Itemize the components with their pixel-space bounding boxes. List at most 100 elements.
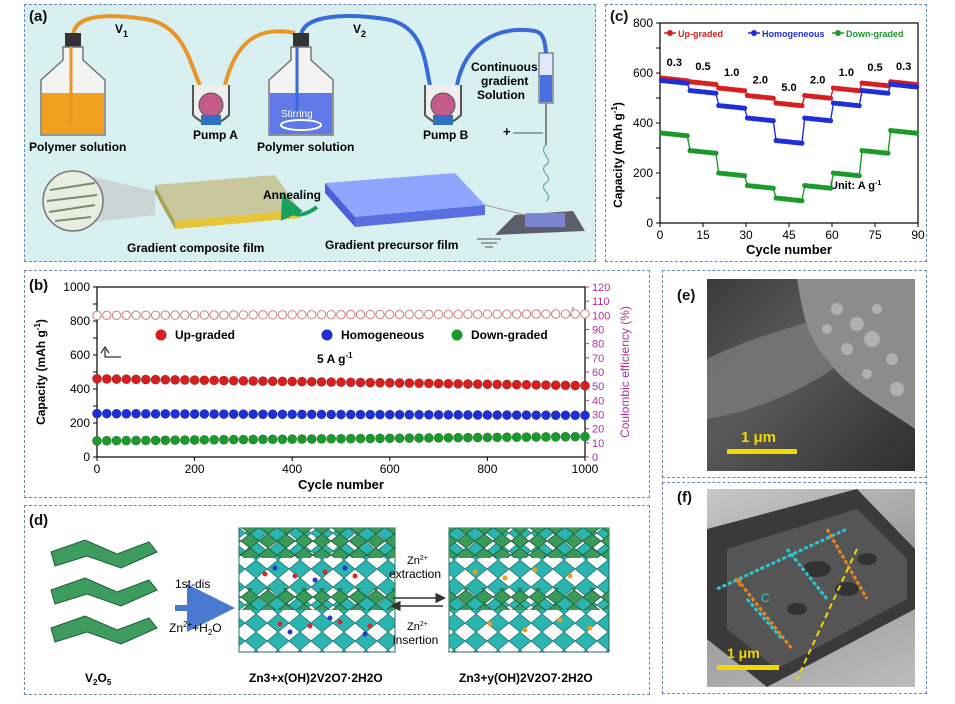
panel-b-label: (b) bbox=[29, 277, 49, 294]
rate-label: 1.0 bbox=[839, 67, 854, 79]
y-tick-label: 0 bbox=[83, 450, 90, 464]
x-tick-label: 45 bbox=[782, 228, 796, 242]
legend-item-up-graded: Up-graded bbox=[155, 328, 235, 342]
capacity-point bbox=[121, 435, 132, 446]
zn3x-structure bbox=[238, 527, 396, 653]
capacity-point bbox=[218, 409, 229, 419]
ce-point bbox=[287, 310, 297, 320]
ce-point bbox=[189, 310, 200, 320]
formula-2-label: Zn3+y(OH)2V2O7·2H2O bbox=[459, 671, 593, 685]
capacity-point bbox=[209, 409, 220, 419]
zn-insertion-ion: Zn2+ bbox=[407, 621, 428, 633]
series-homogeneous bbox=[658, 77, 920, 146]
legend-marker bbox=[451, 329, 463, 341]
series-homogeneous bbox=[92, 408, 590, 421]
v1-sub: 1 bbox=[123, 29, 128, 39]
ce-point bbox=[258, 310, 268, 320]
capacity-point bbox=[297, 409, 307, 420]
capacity-point bbox=[336, 377, 346, 388]
data-point bbox=[713, 150, 719, 156]
capacity-point bbox=[316, 409, 327, 420]
capacity-point bbox=[492, 432, 503, 443]
capacity-point bbox=[287, 409, 298, 420]
capacity-point bbox=[472, 410, 483, 420]
capacity-point bbox=[462, 410, 473, 420]
ce-point bbox=[414, 309, 424, 320]
capacity-point bbox=[238, 409, 249, 420]
zn-h2o-label: Zn2++H2O bbox=[169, 620, 222, 637]
capacity-point bbox=[92, 408, 102, 419]
rate-capability-chart: Capacity (mAh g-1) Cycle number Unit: A … bbox=[610, 16, 925, 257]
c-label: C bbox=[761, 591, 770, 605]
insertion-label: insertion bbox=[393, 633, 438, 647]
capacity-point bbox=[570, 431, 581, 442]
capacity-point bbox=[209, 375, 220, 386]
y-axis-right-label: Coulombic efficiency (%) bbox=[618, 306, 632, 438]
capacity-point bbox=[560, 431, 571, 442]
ce-point bbox=[219, 310, 229, 320]
capacity-point bbox=[404, 433, 415, 444]
ce-point bbox=[209, 310, 219, 320]
capacity-point bbox=[433, 432, 444, 443]
capacity-point bbox=[101, 408, 112, 419]
capacity-point bbox=[550, 380, 561, 391]
data-point bbox=[856, 173, 862, 179]
fabrication-schematic: V 1 V 2 Polymer solution Pump A Stirring… bbox=[29, 14, 585, 255]
capacity-point bbox=[170, 435, 180, 446]
capacity-point bbox=[531, 432, 542, 442]
capacity-point bbox=[189, 409, 200, 419]
capacity-point bbox=[404, 378, 415, 389]
capacity-point bbox=[580, 431, 590, 442]
ce-point bbox=[365, 309, 375, 320]
ce-point bbox=[316, 309, 327, 320]
formula-1-label: Zn3+x(OH)2V2O7·2H2O bbox=[249, 671, 383, 685]
panel-a: (a) bbox=[24, 4, 596, 262]
capacity-point bbox=[443, 378, 454, 389]
y-tick-label: 400 bbox=[70, 382, 90, 396]
ce-point bbox=[492, 309, 502, 319]
capacity-point bbox=[394, 409, 405, 420]
ce-point bbox=[326, 309, 336, 320]
capacity-point bbox=[267, 376, 278, 387]
capacity-point bbox=[179, 409, 190, 419]
capacity-point bbox=[365, 433, 376, 444]
capacity-point bbox=[306, 376, 317, 387]
capacity-point bbox=[258, 376, 268, 387]
capacity-point bbox=[170, 374, 180, 385]
capacity-point bbox=[258, 409, 268, 420]
panel-b: (b) Capacity (mAh g-1) Coulombic efficie… bbox=[24, 270, 650, 498]
capacity-point bbox=[238, 434, 249, 445]
capacity-point bbox=[375, 377, 385, 388]
capacity-point bbox=[541, 380, 551, 390]
data-point bbox=[885, 90, 891, 96]
capacity-point bbox=[511, 379, 522, 390]
first-dis-label: 1st-dis bbox=[175, 577, 210, 591]
capacity-point bbox=[111, 435, 122, 446]
capacity-point bbox=[131, 374, 141, 385]
ce-point bbox=[531, 309, 541, 319]
panel-a-label: (a) bbox=[29, 8, 48, 25]
y-tick-label: 800 bbox=[633, 16, 653, 30]
syringe-icon bbox=[513, 52, 554, 202]
capacity-point bbox=[423, 378, 434, 389]
capacity-point bbox=[258, 434, 268, 445]
continuous-label: Continuous bbox=[471, 60, 538, 74]
capacity-point bbox=[92, 435, 102, 446]
capacity-point bbox=[492, 379, 503, 390]
capacity-point bbox=[394, 378, 405, 388]
data-point bbox=[799, 198, 805, 204]
capacity-point bbox=[384, 377, 395, 388]
capacity-point bbox=[570, 410, 581, 421]
ce-point bbox=[472, 309, 483, 319]
legend-label: Down-graded bbox=[846, 29, 904, 39]
cycling-chart: Capacity (mAh g-1) Coulombic efficiency … bbox=[33, 280, 632, 492]
polymer-solution-1-label: Polymer solution bbox=[29, 140, 126, 154]
capacity-point bbox=[482, 432, 493, 443]
capacity-point bbox=[345, 433, 356, 444]
ce-point bbox=[160, 310, 171, 320]
capacity-point bbox=[111, 408, 122, 419]
ce-point bbox=[180, 310, 190, 320]
pump-a-label: Pump A bbox=[193, 128, 238, 142]
capacity-point bbox=[541, 410, 551, 421]
capacity-point bbox=[189, 375, 200, 386]
